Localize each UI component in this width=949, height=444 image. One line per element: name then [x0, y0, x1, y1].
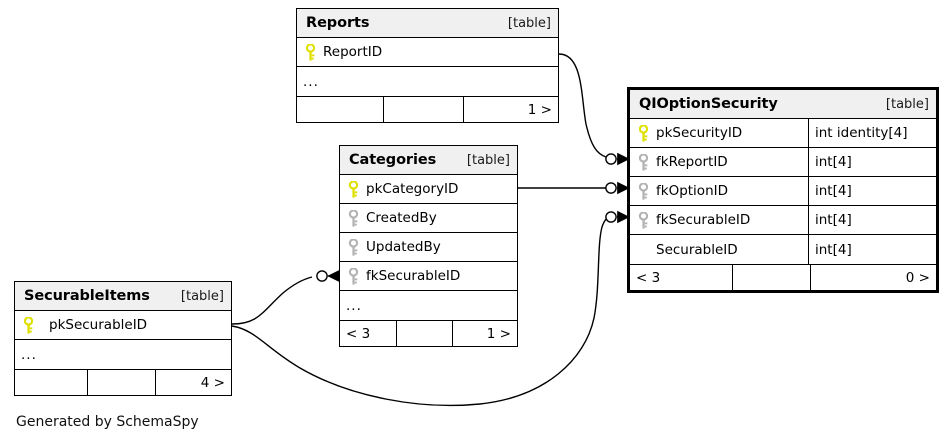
table-footer-categories: < 3 1 > — [340, 320, 517, 346]
column-name-fkreportid: fkReportID — [630, 148, 808, 176]
table-row[interactable]: pkCategoryID — [340, 175, 517, 204]
column-name-pkcategoryid: pkCategoryID — [340, 175, 517, 203]
table-row[interactable]: ReportID — [297, 38, 558, 67]
table-row[interactable]: CreatedBy — [340, 204, 517, 233]
table-row-ellipsis: ... — [340, 291, 517, 320]
footer-middle — [396, 321, 452, 346]
column-label: pkCategoryID — [366, 181, 459, 197]
footer-middle — [87, 370, 155, 395]
table-node-categories[interactable]: Categories [table] pkCategoryID — [339, 145, 518, 347]
table-node-qioptionsecurity[interactable]: QIOptionSecurity [table] pkSecurityID — [627, 87, 939, 293]
edge-reports-to-qioptionsecurity — [558, 53, 630, 166]
table-columns-securableitems: pkSecurableID ... — [15, 311, 231, 369]
footer-children-count: 1 > — [463, 97, 558, 122]
ellipsis-label: ... — [21, 346, 37, 363]
table-node-securableitems[interactable]: SecurableItems [table] pkSecurableID — [14, 281, 232, 396]
optional-marker-categories — [605, 182, 617, 194]
column-label: fkSecurableID — [656, 212, 751, 228]
table-row-ellipsis: ... — [297, 67, 558, 96]
column-label: pkSecurableID — [49, 317, 148, 333]
table-footer-qioptionsecurity: < 3 0 > — [630, 264, 936, 290]
foreign-key-icon — [348, 267, 359, 285]
table-footer-reports: 1 > — [297, 96, 558, 122]
column-label: fkOptionID — [656, 183, 729, 199]
primary-key-icon — [305, 43, 316, 61]
ellipsis-label: ... — [346, 297, 362, 314]
table-columns-categories: pkCategoryID CreatedBy — [340, 175, 517, 320]
footer-parents-count: < 3 — [346, 325, 371, 342]
table-row-ellipsis: ... — [15, 340, 231, 369]
table-footer-securableitems: 4 > — [15, 369, 231, 395]
foreign-key-icon — [638, 211, 649, 229]
column-label: pkSecurityID — [656, 125, 743, 141]
edge-categories-to-qioptionsecurity — [518, 181, 630, 195]
table-header-securableitems: SecurableItems [table] — [15, 282, 231, 311]
optional-marker-reports — [605, 153, 617, 165]
generated-by-note: Generated by SchemaSpy — [16, 414, 199, 430]
table-node-reports[interactable]: Reports [table] ReportID — [296, 8, 559, 123]
table-columns-qioptionsecurity: pkSecurityID int identity[4] fkReportID — [630, 119, 936, 264]
column-name-pksecurityid: pkSecurityID — [630, 119, 808, 147]
table-kind-qioptionsecurity: [table] — [885, 96, 929, 112]
table-row[interactable]: pkSecurableID — [15, 311, 231, 340]
footer-children-count: 1 > — [452, 321, 517, 346]
edge-securableitems-to-categories — [231, 269, 340, 325]
column-name-fkoptionid: fkOptionID — [630, 177, 808, 205]
foreign-key-icon — [638, 182, 649, 200]
column-label: fkReportID — [656, 154, 728, 170]
column-label: CreatedBy — [366, 210, 437, 226]
foreign-key-icon — [348, 238, 359, 256]
column-name-updatedby: UpdatedBy — [340, 233, 517, 261]
column-name-fksecurableid: fkSecurableID — [340, 262, 517, 290]
table-row[interactable]: fkReportID int[4] — [630, 148, 936, 177]
table-kind-reports: [table] — [507, 15, 551, 31]
table-header-reports: Reports [table] — [297, 9, 558, 38]
primary-key-icon — [23, 316, 34, 334]
table-header-categories: Categories [table] — [340, 146, 517, 175]
primary-key-icon — [638, 124, 649, 142]
column-type: int[4] — [808, 206, 936, 234]
column-type: int[4] — [808, 148, 936, 176]
table-title-qioptionsecurity: QIOptionSecurity — [639, 96, 778, 112]
column-type: int identity[4] — [808, 119, 936, 147]
footer-parents-count — [15, 370, 87, 395]
column-name-fksecurableid: fkSecurableID — [630, 206, 808, 234]
footer-middle — [383, 97, 463, 122]
column-name-pksecurableid: pkSecurableID — [15, 311, 231, 339]
optional-marker-securableitems-categories — [316, 270, 328, 282]
column-type: int[4] — [808, 177, 936, 205]
column-label: SecurableID — [656, 241, 738, 258]
column-label: UpdatedBy — [366, 239, 441, 255]
table-columns-reports: ReportID ... — [297, 38, 558, 96]
table-title-categories: Categories — [349, 152, 437, 168]
ellipsis-label: ... — [303, 73, 319, 90]
table-kind-securableitems: [table] — [180, 288, 224, 304]
table-title-reports: Reports — [306, 15, 370, 31]
table-row[interactable]: fkOptionID int[4] — [630, 177, 936, 206]
table-header-qioptionsecurity: QIOptionSecurity [table] — [630, 90, 936, 119]
column-label: fkSecurableID — [366, 268, 461, 284]
table-row[interactable]: SecurableID int[4] — [630, 235, 936, 264]
column-name-createdby: CreatedBy — [340, 204, 517, 232]
foreign-key-icon — [638, 153, 649, 171]
footer-parents-count: < 3 — [636, 269, 661, 286]
column-type: int[4] — [808, 235, 936, 264]
table-row[interactable]: pkSecurityID int identity[4] — [630, 119, 936, 148]
footer-middle — [732, 265, 810, 290]
table-row[interactable]: UpdatedBy — [340, 233, 517, 262]
table-row[interactable]: fkSecurableID int[4] — [630, 206, 936, 235]
table-title-securableitems: SecurableItems — [24, 288, 150, 304]
table-kind-categories: [table] — [466, 152, 510, 168]
footer-parents-count — [297, 97, 383, 122]
column-label: ReportID — [323, 44, 383, 60]
column-name-securableid: SecurableID — [630, 235, 808, 264]
column-name-reportid: ReportID — [297, 38, 558, 66]
primary-key-icon — [348, 180, 359, 198]
footer-children-count: 0 > — [810, 265, 936, 290]
foreign-key-icon — [348, 209, 359, 227]
optional-marker-securableitems-qioptionsecurity — [605, 211, 617, 223]
table-row[interactable]: fkSecurableID — [340, 262, 517, 291]
footer-children-count: 4 > — [155, 370, 231, 395]
